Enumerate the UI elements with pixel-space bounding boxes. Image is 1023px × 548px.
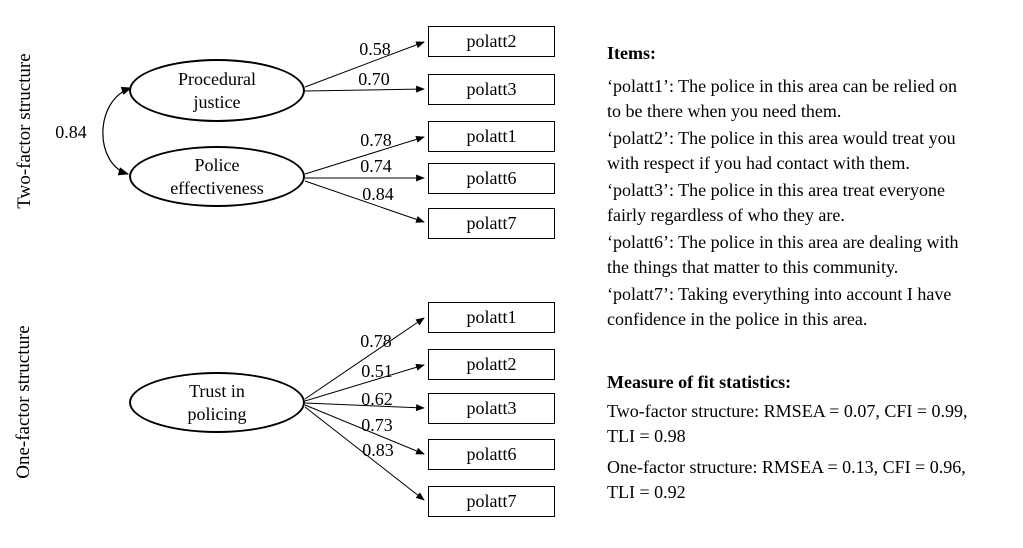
fit-statistics-two-factor: Two-factor structure: RMSEA = 0.07, CFI … (607, 401, 968, 446)
item-description-polatt3: ‘polatt3’: The police in this area treat… (607, 180, 946, 225)
loading-value-pe-polatt1: 0.78 (360, 130, 392, 150)
latent-factor-procedural-justice: Procedural justice (129, 59, 305, 122)
item-box-two-factor-polatt3: polatt3 (428, 74, 555, 105)
item-box-two-factor-polatt1: polatt1 (428, 121, 555, 152)
correlation-arrow (102, 86, 132, 176)
loading-arrow-tp-polatt6 (304, 404, 425, 455)
item-box-one-factor-polatt7: polatt7 (428, 486, 555, 517)
item-description-polatt7: ‘polatt7’: Taking everything into accoun… (607, 284, 952, 329)
loading-arrow-tp-polatt7 (304, 406, 425, 501)
loading-value-tp-polatt6: 0.73 (361, 415, 393, 435)
loading-value-tp-polatt2: 0.51 (361, 361, 393, 381)
correlation-value: 0.84 (55, 122, 87, 142)
loading-value-pe-polatt6: 0.74 (360, 156, 392, 176)
item-description-polatt2: ‘polatt2’: The police in this area would… (607, 128, 956, 173)
loading-arrow-pj-polatt2 (304, 41, 425, 88)
loading-arrow-pe-polatt1 (304, 135, 425, 175)
item-box-two-factor-polatt7: polatt7 (428, 208, 555, 239)
loading-value-tp-polatt1: 0.78 (360, 331, 392, 351)
loading-arrow-pe-polatt7 (304, 180, 425, 223)
loading-arrow-tp-polatt3 (304, 402, 425, 412)
item-description-polatt6: ‘polatt6’: The police in this area are d… (607, 232, 959, 277)
loading-value-pj-polatt3: 0.70 (358, 69, 390, 89)
item-box-one-factor-polatt3: polatt3 (428, 393, 555, 424)
loading-value-tp-polatt3: 0.62 (361, 389, 393, 409)
loading-value-pe-polatt7: 0.84 (362, 184, 394, 204)
item-box-two-factor-polatt6: polatt6 (428, 163, 555, 194)
loading-value-tp-polatt7: 0.83 (362, 440, 394, 460)
loading-arrow-tp-polatt1 (304, 317, 425, 400)
item-box-one-factor-polatt6: polatt6 (428, 439, 555, 470)
loading-value-pj-polatt2: 0.58 (359, 39, 391, 59)
item-description-polatt1: ‘polatt1’: The police in this area can b… (607, 76, 958, 121)
loading-arrow-pj-polatt3 (304, 85, 425, 93)
fit-statistics-heading: Measure of fit statistics: (607, 372, 792, 392)
latent-factor-police-effectiveness: Police effectiveness (129, 146, 305, 207)
item-box-one-factor-polatt2: polatt2 (428, 349, 555, 380)
loading-arrow-tp-polatt2 (304, 363, 425, 402)
fit-statistics-one-factor: One-factor structure: RMSEA = 0.13, CFI … (607, 457, 966, 502)
latent-factor-trust-in-policing: Trust in policing (129, 372, 305, 433)
items-heading: Items: (607, 43, 656, 63)
section-label-one-factor: One-factor structure (13, 325, 34, 479)
section-label-two-factor: Two-factor structure (14, 53, 35, 209)
description-panel: Items: ‘polatt1’: The police in this are… (607, 41, 1023, 511)
item-box-one-factor-polatt1: polatt1 (428, 302, 555, 333)
item-box-two-factor-polatt2: polatt2 (428, 26, 555, 57)
